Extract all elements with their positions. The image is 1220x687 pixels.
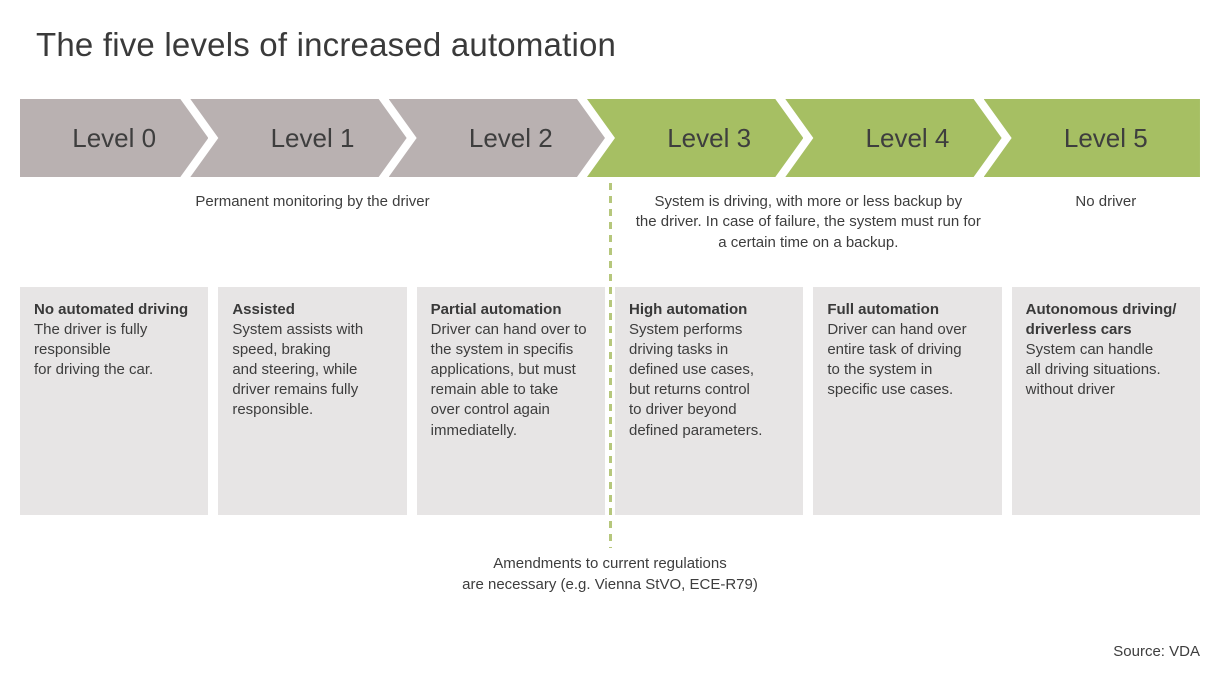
level-chevron-bar: Level 0 Level 1 Level 2 Level 3 Level 4 … — [20, 99, 1200, 177]
caption-no-driver: No driver — [1075, 193, 1137, 210]
detail-body: System can handle all driving situations… — [1025, 341, 1161, 399]
detail-heading: Assisted — [232, 301, 295, 318]
level-chevron-5: Level 5 — [983, 99, 1200, 177]
phase-captions: Permanent monitoring by the driver Syste… — [20, 177, 1200, 287]
detail-body: System performs driving tasks in defined… — [628, 321, 763, 439]
detail-box-level-0: No automated driving The driver is fully… — [20, 287, 209, 515]
detail-heading: Full automation — [827, 301, 939, 318]
detail-box-level-2: Partial automation Driver can hand over … — [416, 287, 605, 515]
detail-heading: High automation — [628, 301, 748, 318]
detail-box-level-1: Assisted System assists with speed, brak… — [218, 287, 407, 515]
detail-body: System assists with speed, braking and s… — [232, 321, 364, 419]
level-label-2: Level 2 — [468, 122, 553, 153]
level-chevron-0: Level 0 — [20, 99, 208, 177]
regulations-footnote: Amendments to current regulations are ne… — [462, 555, 758, 593]
page-title: The five levels of increased automation — [36, 26, 617, 63]
level-label-0: Level 0 — [72, 122, 157, 153]
detail-box-level-4: Full automation Driver can hand over ent… — [813, 287, 1002, 515]
level-label-4: Level 4 — [865, 122, 950, 153]
level-chevron-2: Level 2 — [389, 99, 605, 177]
detail-box-level-5: Autonomous driving/ driverless cars Syst… — [1011, 287, 1200, 515]
level-label-3: Level 3 — [667, 122, 752, 153]
level-chevron-4: Level 4 — [785, 99, 1001, 177]
caption-system-driving: System is driving, with more or less bac… — [635, 193, 981, 251]
caption-permanent-monitoring: Permanent monitoring by the driver — [195, 193, 430, 210]
level-label-5: Level 5 — [1063, 122, 1148, 153]
regulation-boundary-dashed-line — [609, 183, 612, 548]
source-credit: Source: VDA — [1113, 643, 1200, 660]
detail-heading: Partial automation — [430, 301, 562, 318]
level-chevron-3: Level 3 — [587, 99, 803, 177]
detail-heading: No automated driving — [34, 301, 189, 318]
level-chevron-1: Level 1 — [190, 99, 406, 177]
detail-box-level-3: High automation System performs driving … — [614, 287, 804, 515]
detail-body: The driver is fully responsible for driv… — [34, 321, 154, 379]
detail-heading: Autonomous driving/ driverless cars — [1025, 301, 1177, 339]
detail-body: Driver can hand over entire task of driv… — [827, 321, 967, 399]
level-detail-boxes: No automated driving The driver is fully… — [20, 287, 1200, 515]
detail-body: Driver can hand over to the system in sp… — [430, 321, 587, 439]
level-label-1: Level 1 — [270, 122, 355, 153]
